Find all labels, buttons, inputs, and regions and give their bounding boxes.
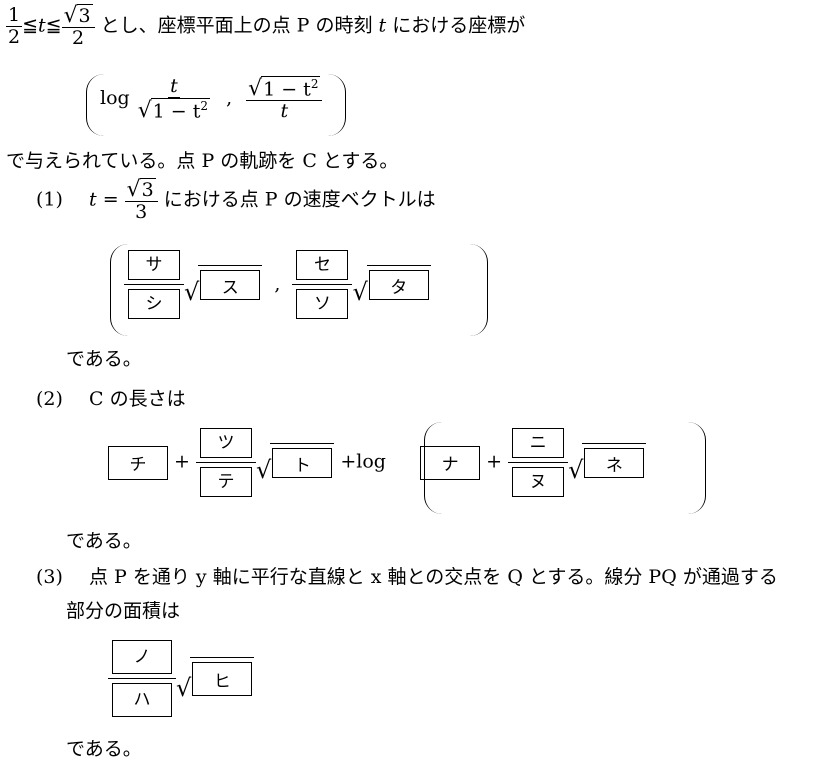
fraction-box-ni-nu: ニ ヌ <box>508 424 569 501</box>
right-paren-log <box>688 422 706 514</box>
answer-box-hi[interactable]: ヒ <box>192 662 253 696</box>
question-3-line-2: 部分の面積は <box>66 600 181 622</box>
answer-box-ha[interactable]: ハ <box>112 683 172 717</box>
answer-box-chi[interactable]: チ <box>108 445 168 480</box>
fraction-sqrt3-half: √3 2 <box>61 4 95 49</box>
coordinate-expression: log t √1 − t2 , √1 − t2 t <box>100 75 323 124</box>
velocity-expression: サ シ √ス , セ ソ √タ <box>124 246 431 323</box>
answer-box-sa[interactable]: サ <box>128 250 180 280</box>
fraction-box-no-ha: ノ ハ <box>108 636 176 721</box>
answer-box-ne[interactable]: ネ <box>584 448 645 478</box>
answer-box-ni[interactable]: ニ <box>512 428 565 458</box>
right-paren-coord <box>328 74 346 136</box>
fraction-sqrt-over-t: √1 − t2 t <box>246 76 323 122</box>
q2-end: である。 <box>66 530 142 552</box>
right-paren-velocity <box>470 244 488 336</box>
question-3-line: (3) 点 P を通り y 軸に平行な直線と x 軸との交点を Q とする。線分… <box>36 566 778 588</box>
question-2-line: (2) C の長さは <box>36 388 186 410</box>
answer-box-so[interactable]: ソ <box>296 289 349 319</box>
intro-line: 1 2 ≦t≦ √3 2 とし、座標平面上の点 P の時刻 t における座標が <box>6 3 526 49</box>
left-paren-log <box>424 422 442 514</box>
answer-box-te[interactable]: テ <box>200 467 253 497</box>
question-1-line: (1) t = √3 3 における点 P の速度ベクトルは <box>36 177 436 223</box>
fraction-box-tsu-te: ツ テ <box>196 424 257 501</box>
fraction-t-over-sqrt: t √1 − t2 <box>137 75 211 124</box>
answer-box-shi[interactable]: シ <box>128 289 180 319</box>
answer-box-se[interactable]: セ <box>296 250 349 280</box>
left-paren-coord <box>86 74 104 136</box>
answer-box-no[interactable]: ノ <box>112 640 172 674</box>
length-expression: チ + ツ テ √ト +log ナ + ニ ヌ √ネ <box>108 424 647 501</box>
q3-end: である。 <box>66 738 142 760</box>
fraction-box-se-so: セ ソ <box>292 246 353 323</box>
fraction-sqrt3-over-3: √3 3 <box>124 178 158 223</box>
answer-box-nu[interactable]: ヌ <box>512 467 565 497</box>
answer-box-su[interactable]: ス <box>200 270 261 300</box>
answer-box-ta[interactable]: タ <box>368 270 429 300</box>
answer-box-tsu[interactable]: ツ <box>200 428 253 458</box>
fraction-one-half: 1 2 <box>6 4 23 48</box>
area-expression: ノ ハ √ヒ <box>108 636 255 721</box>
answer-box-to[interactable]: ト <box>272 448 333 478</box>
locus-line: で与えられている。点 P の軌跡を C とする。 <box>6 150 399 172</box>
left-paren-velocity <box>110 244 128 336</box>
q1-end: である。 <box>66 348 142 370</box>
fraction-box-sa-shi: サ シ <box>124 246 184 323</box>
